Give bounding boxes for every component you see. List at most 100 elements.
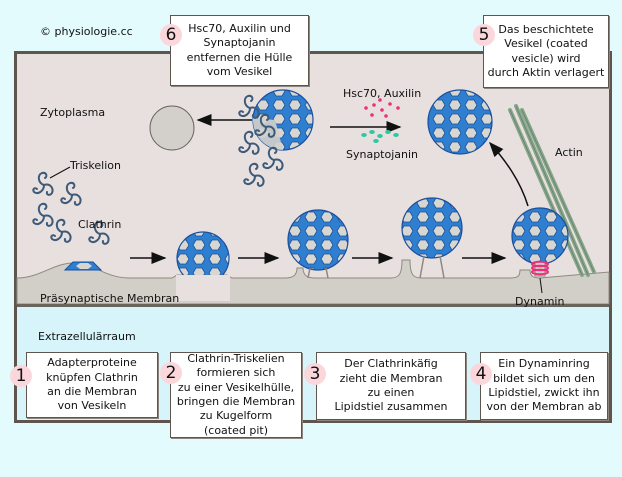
triskelion [243, 130, 254, 145]
step-number-badge: 1 [10, 365, 32, 387]
triskelion-leg [254, 174, 265, 187]
triskelion-leg [262, 159, 275, 170]
step-text-line: zu einen [367, 386, 415, 399]
step-text-line: durch Aktin verlagert [487, 65, 605, 79]
hsc70-auxilin-label: Hsc70, Auxilin [343, 87, 422, 100]
arrow-to-actin-transport [489, 141, 529, 207]
step-text-line: bringen die Membran [176, 395, 296, 408]
synaptojanin-dot [377, 134, 383, 138]
step-text-line: von Vesikeln [57, 399, 127, 413]
triskelion [55, 218, 66, 233]
dynamin-label: Dynamin [515, 295, 565, 308]
triskelion-leg [273, 158, 284, 171]
synaptojanin-dot [373, 139, 379, 143]
step-text-line: Hsc70, Auxilin und [188, 21, 291, 35]
step-text-line: an die Membran [47, 385, 137, 398]
step-text-line: entfernen die Hülle [186, 50, 293, 64]
step-text-line: Synaptojanin [203, 36, 276, 50]
membrane-label: Präsynaptische Membran [40, 292, 180, 305]
hsc70-auxilin-dot [378, 98, 382, 102]
triskelion [65, 181, 76, 196]
step-text-line: Vesikel (coated [504, 37, 588, 51]
step-number-badge: 5 [473, 24, 495, 46]
step-text-line: (coated pit) [203, 423, 268, 437]
step-number-badge: 2 [160, 362, 182, 384]
clathrin-label: Clathrin [78, 218, 122, 231]
step-text-line: Das beschichtete [498, 22, 594, 36]
step-text-line: formieren sich [196, 366, 276, 380]
triskelion-leg [71, 193, 82, 206]
triskelion-leg [249, 142, 260, 155]
triskelion-leg [43, 183, 54, 196]
triskelion [259, 113, 270, 128]
triskelion-leg [32, 184, 45, 195]
lipid-stalk [419, 255, 445, 279]
step-number-badge: 4 [470, 363, 492, 385]
step-text-line: vesicle) wird [511, 51, 581, 65]
step-text-line: zieht die Membran [339, 371, 443, 385]
hsc70-auxilin-dot [372, 103, 376, 107]
triskelion-leg [50, 231, 63, 242]
step-text-line: von der Membran ab [486, 400, 602, 414]
hsc70-auxilin-dot [384, 114, 388, 118]
triskelion [37, 202, 48, 217]
clathrin-coated-pit [287, 209, 349, 271]
actin-filament-edge [521, 109, 595, 273]
clathrin-cage-constricted [401, 197, 463, 259]
synaptojanin-dot [361, 133, 367, 137]
coated-vesicle [427, 89, 493, 155]
step-text-line: Clathrin-Triskelien [187, 352, 285, 366]
triskelion-leg [238, 143, 251, 154]
cytoplasm-label: Zytoplasma [40, 106, 106, 119]
hsc70-auxilin-dot [388, 102, 392, 106]
actin-filament-edge [509, 109, 583, 276]
dynamin-ring [531, 268, 549, 276]
cage-clip [176, 275, 230, 301]
triskelion-pointer [49, 166, 71, 179]
step-text-line: zu Kugelform [199, 409, 273, 423]
triskelion [37, 171, 48, 186]
triskelion-leg [243, 175, 256, 186]
triskelion [248, 162, 259, 177]
synaptojanin-dot [385, 130, 391, 134]
triskelion-leg [254, 126, 267, 137]
triskelion-leg [249, 106, 260, 119]
uncoated-vesicle [149, 105, 195, 151]
actin-filament-edge [515, 105, 589, 276]
triskelion-leg [60, 194, 73, 205]
step-text-line: Ein Dynaminring [498, 357, 590, 371]
step-text-line: Adapterproteine [47, 356, 137, 370]
hsc70-auxilin-dot [364, 106, 368, 110]
synaptojanin-label: Synaptojanin [346, 148, 419, 161]
triskelion-leg [61, 230, 72, 243]
synaptojanin-dot [393, 133, 399, 137]
hsc70-auxilin-dot [380, 108, 384, 112]
triskelion [267, 146, 278, 161]
dynamin-pointer [539, 277, 543, 294]
triskelion-leg [265, 125, 276, 138]
step-text-line: bildet sich um den [493, 371, 595, 385]
step-number-badge: 3 [304, 363, 326, 385]
triskelion [93, 220, 104, 235]
membrane-neck [307, 267, 329, 279]
copyright: © physiologie.cc [40, 25, 133, 38]
step-text-line: zu einer Vesikelhülle, [177, 380, 295, 394]
triskelion-leg [32, 215, 45, 226]
triskelion-leg [43, 214, 54, 227]
adaptor-lattice-hole [76, 263, 92, 269]
extracellular-label: Extrazellulärraum [38, 330, 136, 343]
triskelion-label: Triskelion [70, 159, 121, 172]
step-text-line: knüpfen Clathrin [46, 370, 138, 384]
hsc70-auxilin-dot [370, 113, 374, 117]
step-text-line: Lipidstiel, zwickt ihn [488, 386, 600, 399]
triskelion [243, 94, 254, 109]
triskelion-leg [99, 232, 110, 245]
clathrin-cage-dynamin [511, 207, 569, 265]
